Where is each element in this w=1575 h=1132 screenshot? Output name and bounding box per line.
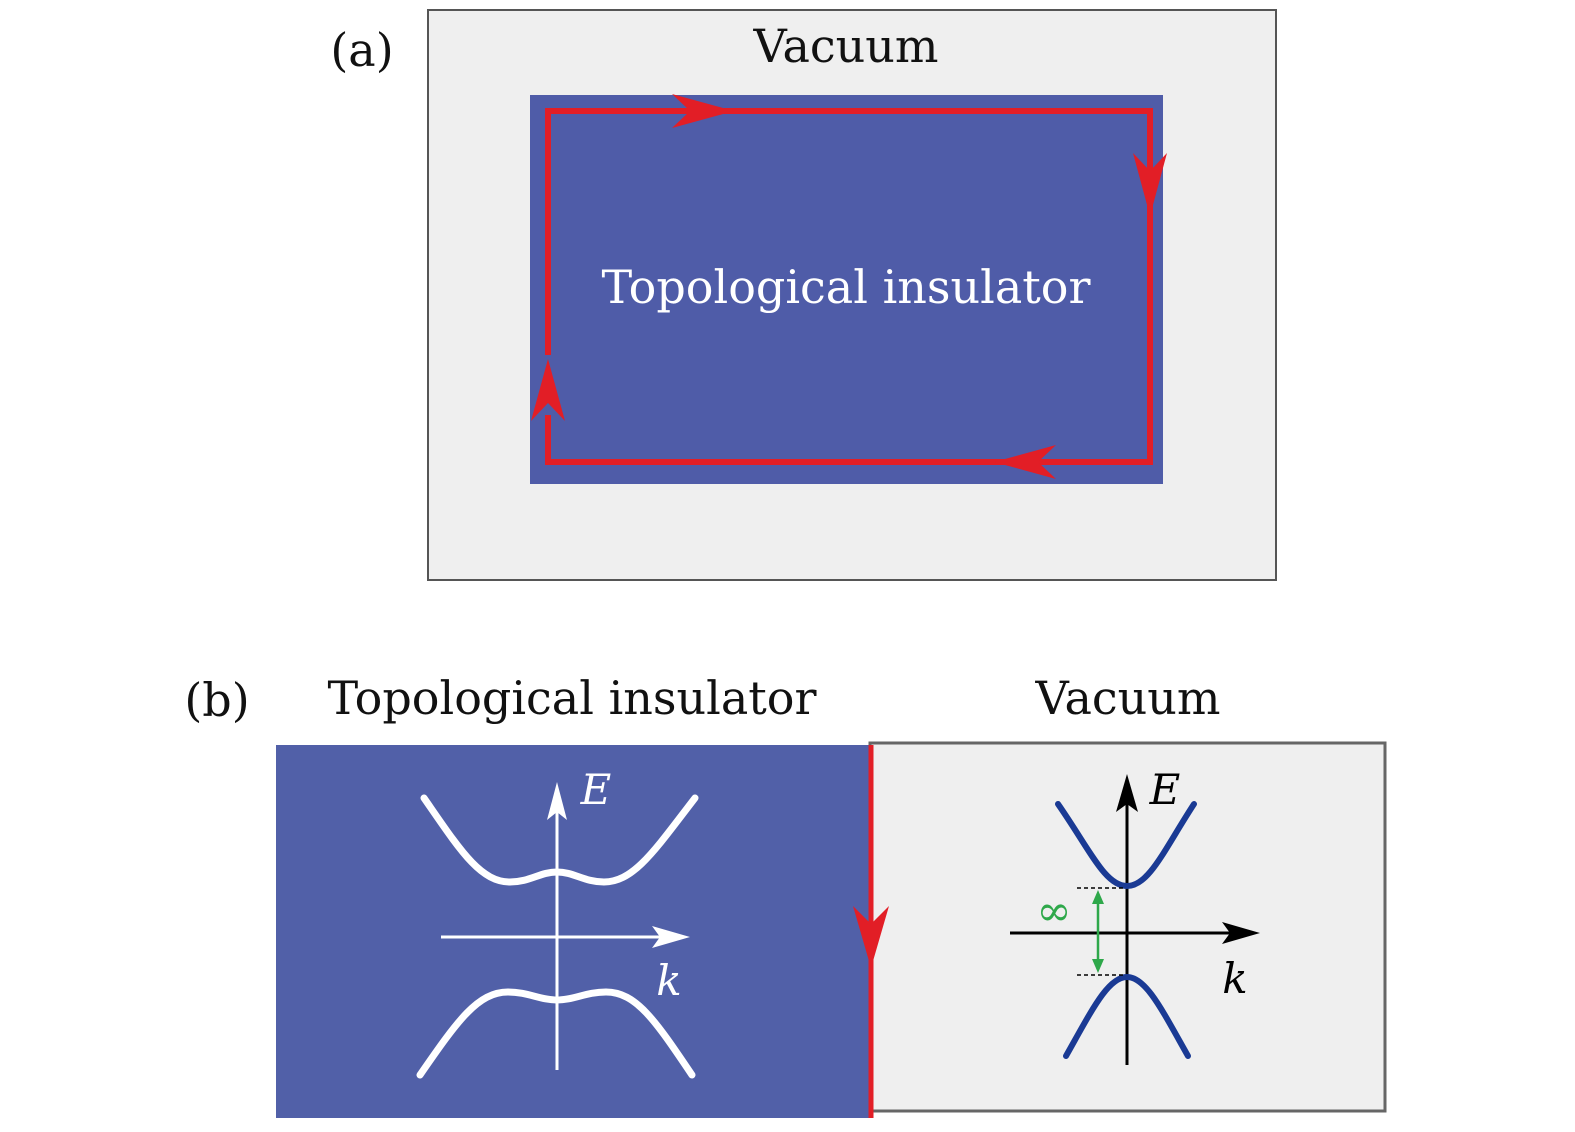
gap-double-arrow: [1092, 890, 1104, 973]
insulator-band-plot: E k: [416, 765, 699, 1079]
vacuum-label: Vacuum: [752, 19, 938, 73]
edge-arrow-top: [672, 94, 734, 128]
vacuum-conduction-band: [1055, 801, 1197, 890]
edge-arrow-left: [531, 359, 565, 421]
edge-state-loop: [531, 94, 1167, 479]
interface-arrow-down: [853, 906, 889, 968]
insulator-e-label: E: [580, 765, 612, 814]
edge-state-path: [545, 108, 1153, 465]
panel-a-label: (a): [330, 23, 393, 77]
edge-arrow-bottom: [994, 445, 1056, 479]
topological-insulator-region-b: [276, 745, 872, 1118]
vacuum-k-arrowhead: [1222, 922, 1260, 944]
topological-insulator-label: Topological insulator: [602, 260, 1091, 314]
gap-infinity-symbol: ∞: [1037, 886, 1072, 935]
insulator-k-label: k: [656, 956, 681, 1005]
vacuum-k-label: k: [1222, 954, 1247, 1003]
insulator-e-arrowhead: [547, 782, 567, 820]
edge-arrow-right: [1133, 153, 1167, 216]
right-panel-title: Vacuum: [1034, 671, 1220, 725]
gap-arrow-top-head: [1092, 890, 1104, 904]
left-panel-title: Topological insulator: [328, 671, 817, 725]
insulator-conduction-band: [420, 794, 699, 886]
vacuum-e-label: E: [1149, 765, 1181, 814]
gap-arrow-bottom-head: [1092, 959, 1104, 973]
vacuum-valence-band: [1063, 973, 1191, 1059]
insulator-valence-band: [416, 988, 696, 1079]
topological-insulator-region: [530, 95, 1163, 484]
panel-b-label: (b): [184, 673, 249, 727]
insulator-k-arrowhead: [652, 926, 690, 948]
vacuum-e-arrowhead: [1116, 774, 1138, 812]
vacuum-band-plot: ∞ E k: [1010, 765, 1260, 1065]
